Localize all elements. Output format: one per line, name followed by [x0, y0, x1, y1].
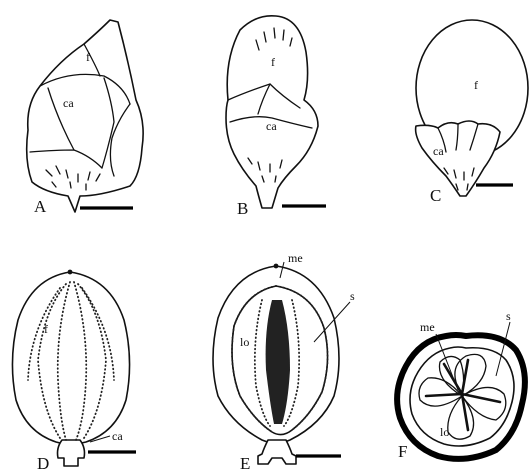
panel-f-letter: F	[398, 442, 407, 461]
panel-b-calyx-label: ca	[266, 119, 277, 133]
panel-a-letter: A	[34, 197, 47, 216]
panel-a-fruit-label: f	[86, 50, 90, 64]
panel-c: C f ca	[416, 20, 528, 205]
panel-b-fruit-label: f	[271, 55, 275, 69]
panel-f-mesocarp-label: me	[420, 320, 435, 334]
panel-d-calyx-label: ca	[112, 429, 123, 443]
panel-d-fruit-label: f	[44, 322, 48, 336]
panel-c-letter: C	[430, 186, 441, 205]
panel-c-fruit-label: f	[474, 78, 478, 92]
panel-e: E me s lo	[213, 251, 355, 471]
panel-f-seed-label: s	[506, 309, 511, 323]
panel-b: B f ca	[226, 16, 326, 218]
panel-e-mesocarp-label: me	[288, 251, 303, 265]
panel-e-locule-label: lo	[240, 335, 249, 349]
panel-f: F me s lo	[397, 309, 525, 461]
panel-f-drawing	[397, 322, 525, 459]
panel-f-locule-label: lo	[440, 425, 449, 439]
panel-d: D f ca	[12, 270, 136, 471]
panel-a: A f ca	[27, 20, 143, 216]
panel-b-letter: B	[237, 199, 248, 218]
panel-c-calyx-label: ca	[433, 144, 444, 158]
panel-a-calyx-label: ca	[63, 96, 74, 110]
panel-e-drawing	[213, 262, 350, 464]
panel-a-drawing	[27, 20, 143, 212]
panel-c-drawing	[416, 20, 528, 196]
panel-b-drawing	[226, 16, 326, 208]
panel-e-seed-label: s	[350, 289, 355, 303]
panel-d-letter: D	[37, 454, 49, 471]
panel-e-letter: E	[240, 454, 250, 471]
